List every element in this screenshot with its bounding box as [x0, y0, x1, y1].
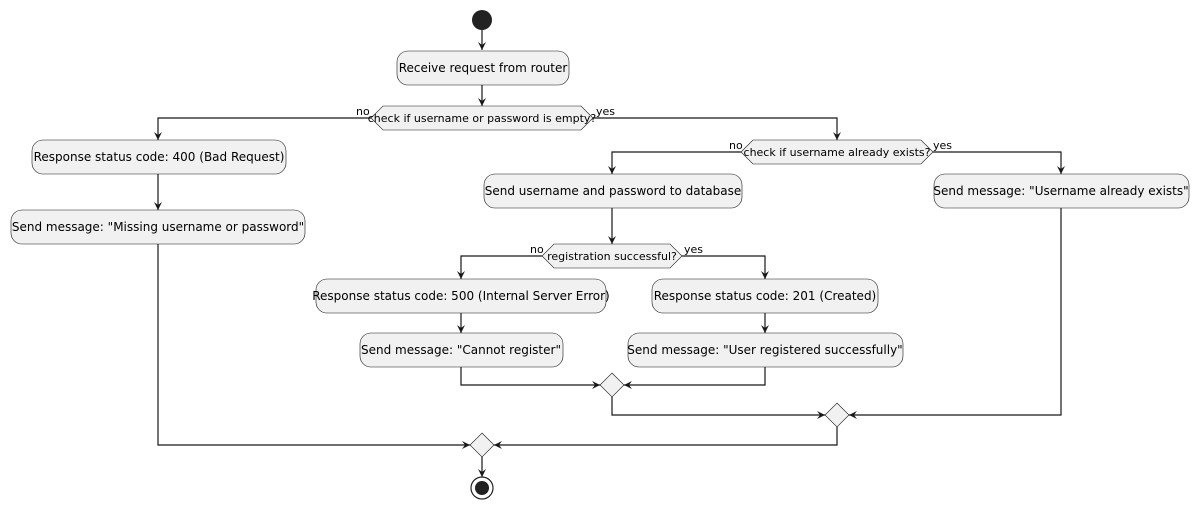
action-msg-exists-label: Send message: "Username already exists" — [933, 184, 1188, 198]
decision-empty-check: check if username or password is empty? — [368, 105, 597, 131]
end-node — [470, 476, 494, 500]
action-msg-cannot-label: Send message: "Cannot register" — [361, 343, 561, 357]
action-msg-missing: Send message: "Missing username or passw… — [10, 209, 306, 245]
action-msg-exists: Send message: "Username already exists" — [933, 173, 1190, 209]
action-status-201-label: Response status code: 201 (Created) — [654, 289, 877, 303]
action-status-500: Response status code: 500 (Internal Serv… — [312, 278, 610, 314]
action-status-400: Response status code: 400 (Bad Request) — [31, 139, 287, 175]
decision-empty-no-label: no — [356, 105, 370, 118]
action-receive-request-label: Receive request from router — [399, 61, 568, 75]
action-msg-missing-label: Send message: "Missing username or passw… — [12, 220, 304, 234]
merge-exists — [824, 402, 850, 428]
decision-registration-check-label: registration successful? — [547, 250, 677, 263]
decision-registration-yes-label: yes — [684, 243, 703, 256]
decision-empty-yes-label: yes — [596, 105, 615, 118]
decision-exists-check-label: check if username already exists? — [744, 146, 931, 159]
decision-exists-check: check if username already exists? — [740, 139, 934, 165]
edges — [157, 30, 1062, 477]
action-status-500-label: Response status code: 500 (Internal Serv… — [312, 289, 610, 303]
action-receive-request: Receive request from router — [396, 50, 570, 86]
decision-exists-no-label: no — [729, 139, 743, 152]
decision-exists-yes-label: yes — [933, 139, 952, 152]
decision-empty-check-label: check if username or password is empty? — [368, 112, 597, 125]
action-status-400-label: Response status code: 400 (Bad Request) — [34, 150, 285, 164]
action-send-db: Send username and password to database — [483, 173, 743, 209]
action-status-201: Response status code: 201 (Created) — [651, 278, 879, 314]
action-msg-success-label: Send message: "User registered successfu… — [627, 343, 902, 357]
decision-registration-no-label: no — [530, 243, 544, 256]
decision-registration-check: registration successful? — [541, 243, 683, 269]
merge-registration — [599, 372, 625, 398]
arrowheads — [154, 42, 1065, 477]
merge-final — [469, 432, 495, 458]
action-msg-success: Send message: "User registered successfu… — [627, 332, 904, 368]
action-msg-cannot: Send message: "Cannot register" — [359, 332, 564, 368]
action-send-db-label: Send username and password to database — [485, 184, 742, 198]
start-node — [472, 10, 492, 30]
